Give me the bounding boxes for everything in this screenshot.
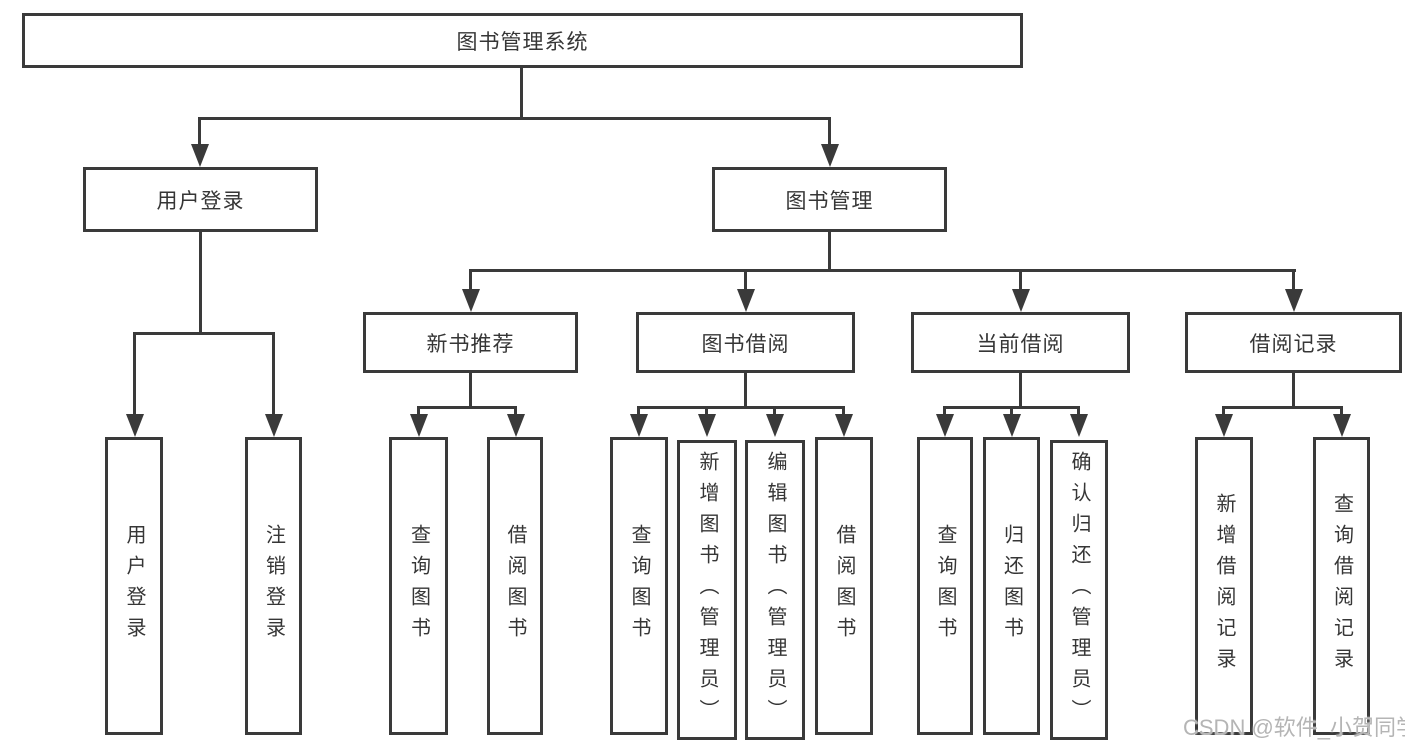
node-label: 当前借阅 — [976, 332, 1065, 356]
node-label: 图书管理 — [785, 189, 874, 213]
connector-vline — [842, 406, 845, 416]
arrow-down-icon — [630, 414, 648, 437]
leaf-cb-confirm-return-admin: 确认归还（管理员） — [1050, 440, 1108, 740]
leaf-cb-query-books: 查询图书 — [917, 437, 973, 735]
connector-vline — [773, 406, 776, 416]
node-label: 图书借阅 — [701, 332, 790, 356]
node-new-book-recommendation: 新书推荐 — [363, 312, 578, 373]
leaf-label: 编辑图书（管理员） — [764, 450, 786, 730]
connector-vline — [1222, 406, 1225, 416]
node-label: 新书推荐 — [426, 332, 515, 356]
node-user-login: 用户登录 — [83, 167, 318, 232]
leaf-user-login: 用户登录 — [105, 437, 163, 735]
connector-hline — [469, 269, 1296, 272]
connector-hline — [418, 406, 517, 409]
connector-vline — [744, 373, 747, 406]
leaf-cb-return-books: 归还图书 — [983, 437, 1040, 735]
arrow-down-icon — [1070, 414, 1088, 437]
leaf-label: 确认归还（管理员） — [1068, 450, 1090, 730]
node-label: 用户登录 — [156, 189, 245, 213]
arrow-down-icon — [1285, 289, 1303, 312]
leaf-label: 注销登录 — [262, 524, 285, 648]
connector-vline — [744, 269, 747, 291]
arrow-down-icon — [835, 414, 853, 437]
connector-vline — [705, 406, 708, 416]
arrow-down-icon — [1003, 414, 1021, 437]
arrow-down-icon — [265, 414, 283, 437]
connector-vline — [199, 232, 202, 335]
leaf-br-query-borrow-record: 查询借阅记录 — [1313, 437, 1370, 735]
connector-vline — [1292, 269, 1295, 291]
connector-vline — [514, 406, 517, 416]
leaf-bb-edit-books-admin: 编辑图书（管理员） — [745, 440, 805, 740]
leaf-bb-query-books: 查询图书 — [610, 437, 668, 735]
node-book-borrowing: 图书借阅 — [636, 312, 855, 373]
node-label: 借阅记录 — [1249, 332, 1338, 356]
arrow-down-icon — [1215, 414, 1233, 437]
connector-vline — [1010, 406, 1013, 416]
leaf-bb-add-books-admin: 新增图书（管理员） — [677, 440, 737, 740]
leaf-br-add-borrow-record: 新增借阅记录 — [1195, 437, 1253, 735]
connector-vline — [1292, 373, 1295, 406]
arrow-down-icon — [191, 144, 209, 167]
arrow-down-icon — [126, 414, 144, 437]
leaf-label: 用户登录 — [123, 524, 145, 648]
leaf-label: 查询图书 — [628, 524, 650, 648]
connector-vline — [1077, 406, 1080, 416]
connector-vline — [943, 406, 946, 416]
arrow-down-icon — [1012, 289, 1030, 312]
arrow-down-icon — [737, 289, 755, 312]
leaf-nbr-query-books: 查询图书 — [389, 437, 448, 735]
leaf-label: 查询图书 — [934, 524, 956, 648]
csdn-watermark: CSDN @软件_小贺同学 — [1183, 715, 1405, 740]
arrow-down-icon — [936, 414, 954, 437]
arrow-down-icon — [766, 414, 784, 437]
arrow-down-icon — [698, 414, 716, 437]
leaf-nbr-borrow-books: 借阅图书 — [487, 437, 543, 735]
leaf-label: 查询图书 — [407, 524, 430, 648]
arrow-down-icon — [1333, 414, 1351, 437]
connector-vline — [637, 406, 640, 416]
connector-vline — [198, 117, 201, 146]
connector-vline — [1019, 269, 1022, 291]
leaf-label: 新增图书（管理员） — [696, 450, 718, 730]
leaf-bb-borrow-books: 借阅图书 — [815, 437, 873, 735]
leaf-label: 归还图书 — [1000, 524, 1023, 648]
connector-vline — [828, 117, 831, 146]
leaf-logout: 注销登录 — [245, 437, 302, 735]
node-book-management: 图书管理 — [712, 167, 947, 232]
arrow-down-icon — [821, 144, 839, 167]
arrow-down-icon — [507, 414, 525, 437]
node-library-management-system: 图书管理系统 — [22, 13, 1023, 68]
connector-vline — [520, 68, 523, 118]
connector-vline — [828, 232, 831, 272]
connector-vline — [1019, 373, 1022, 406]
node-borrowing-records: 借阅记录 — [1185, 312, 1402, 373]
connector-vline — [1340, 406, 1343, 416]
arrow-down-icon — [462, 289, 480, 312]
connector-hline — [637, 406, 845, 409]
connector-hline — [133, 332, 275, 335]
leaf-label: 新增借阅记录 — [1213, 493, 1235, 679]
node-label: 图书管理系统 — [456, 30, 589, 54]
connector-vline — [133, 332, 136, 415]
connector-hline — [1222, 406, 1343, 409]
leaf-label: 查询借阅记录 — [1330, 493, 1353, 679]
leaf-label: 借阅图书 — [833, 524, 855, 648]
connector-vline — [469, 269, 472, 291]
connector-vline — [272, 332, 275, 415]
connector-hline — [198, 117, 831, 120]
arrow-down-icon — [410, 414, 428, 437]
node-current-borrowing: 当前借阅 — [911, 312, 1130, 373]
connector-vline — [469, 373, 472, 406]
connector-vline — [417, 406, 420, 416]
leaf-label: 借阅图书 — [504, 524, 526, 648]
